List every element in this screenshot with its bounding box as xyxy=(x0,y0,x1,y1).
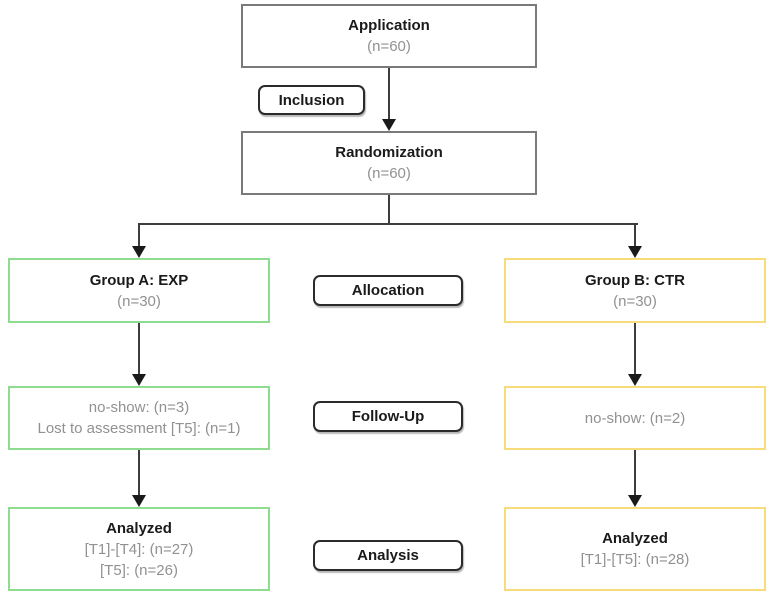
followup-b-box: no-show: (n=2) xyxy=(504,386,766,450)
analyzed-b-line1: [T1]-[T5]: (n=28) xyxy=(580,551,690,568)
arrowhead-randomization xyxy=(382,119,396,131)
randomization-count: (n=60) xyxy=(367,165,411,182)
connector-split-right xyxy=(634,223,636,247)
arrowhead-analyzed-a xyxy=(132,495,146,507)
followup-a-box: no-show: (n=3) Lost to assessment [T5]: … xyxy=(8,386,270,450)
analyzed-a-title: Analyzed xyxy=(106,519,172,537)
followup-a-line2: Lost to assessment [T5]: (n=1) xyxy=(37,420,241,437)
analyzed-a-box: Analyzed [T1]-[T4]: (n=27) [T5]: (n=26) xyxy=(8,507,270,591)
connector-followup-a-analyzed xyxy=(138,450,140,496)
analyzed-a-line1: [T1]-[T4]: (n=27) xyxy=(84,540,194,558)
analyzed-a-line2: [T5]: (n=26) xyxy=(100,561,178,579)
connector-followup-b-analyzed xyxy=(634,450,636,496)
arrowhead-group-a xyxy=(132,246,146,258)
group-b-title: Group B: CTR xyxy=(585,271,685,289)
application-title: Application xyxy=(348,17,430,34)
application-count: (n=60) xyxy=(367,38,411,55)
connector-application-randomization xyxy=(388,68,390,120)
followup-b-line1: no-show: (n=2) xyxy=(584,409,686,427)
inclusion-stage-label: Inclusion xyxy=(258,85,365,115)
connector-group-a-followup xyxy=(138,323,140,375)
analyzed-b-box: Analyzed [T1]-[T5]: (n=28) xyxy=(504,507,766,591)
arrowhead-followup-a xyxy=(132,374,146,386)
arrowhead-analyzed-b xyxy=(628,495,642,507)
connector-group-b-followup xyxy=(634,323,636,375)
group-b-count: (n=30) xyxy=(613,292,657,310)
analyzed-b-title: Analyzed xyxy=(602,530,668,547)
application-box: Application (n=60) xyxy=(241,4,537,68)
group-a-count: (n=30) xyxy=(117,292,161,310)
group-b-box: Group B: CTR (n=30) xyxy=(504,258,766,323)
analysis-stage-label: Analysis xyxy=(313,540,463,571)
arrowhead-followup-b xyxy=(628,374,642,386)
connector-split-horizontal xyxy=(138,223,638,225)
followup-a-line1: no-show: (n=3) xyxy=(88,399,190,416)
arrowhead-group-b xyxy=(628,246,642,258)
connector-split-left xyxy=(138,223,140,247)
randomization-box: Randomization (n=60) xyxy=(241,131,537,195)
group-a-title: Group A: EXP xyxy=(89,271,189,289)
allocation-stage-label-text: Allocation xyxy=(351,282,425,299)
allocation-stage-label: Allocation xyxy=(313,275,463,306)
followup-stage-label-text: Follow-Up xyxy=(351,408,425,425)
connector-randomization-stem xyxy=(388,195,390,225)
inclusion-stage-label-text: Inclusion xyxy=(278,91,345,109)
analysis-stage-label-text: Analysis xyxy=(357,547,419,564)
randomization-title: Randomization xyxy=(335,144,443,161)
group-a-box: Group A: EXP (n=30) xyxy=(8,258,270,323)
followup-stage-label: Follow-Up xyxy=(313,401,463,432)
